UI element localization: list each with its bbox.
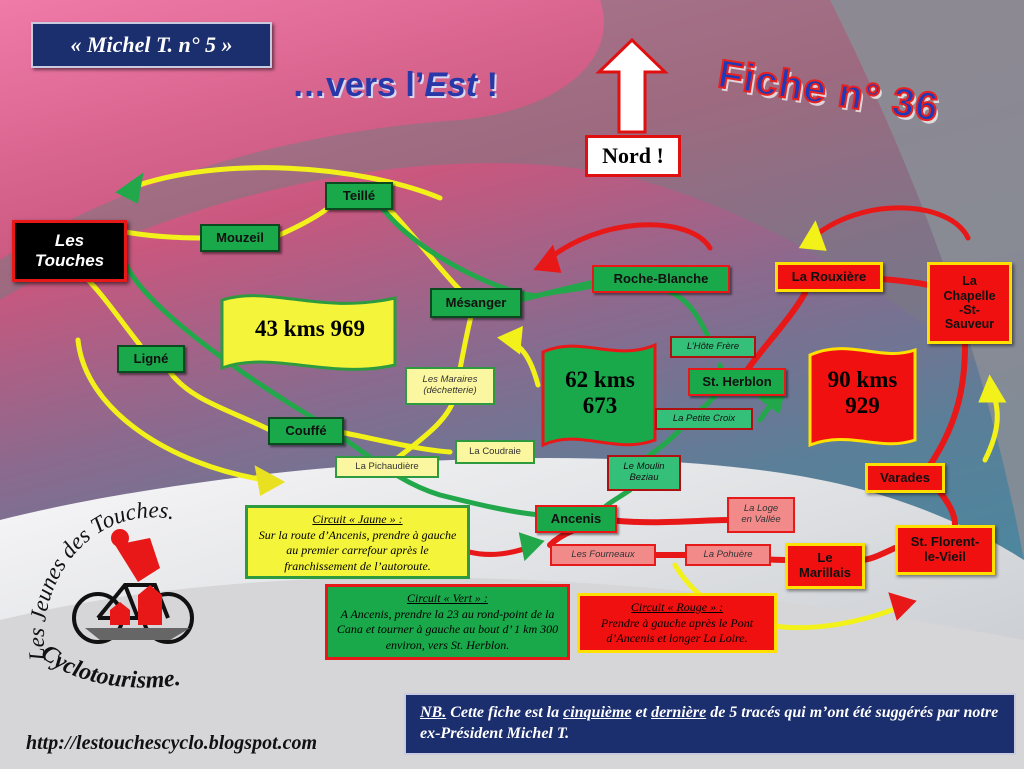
place-la-loge-line2: en Vallée xyxy=(741,514,781,525)
place-st-florent-line1: St. Florent- xyxy=(910,534,980,550)
place-la-coudraie: La Coudraie xyxy=(455,440,535,464)
footer-note: NB. Cette fiche est la cinquième et dern… xyxy=(404,693,1016,755)
place-varades: Varades xyxy=(865,463,945,493)
place-ligne: Ligné xyxy=(117,345,185,373)
north-label: Nord ! xyxy=(585,135,681,177)
green-circuit-text: A Ancenis, prendre la 23 au rond-point d… xyxy=(336,606,559,652)
green-circuit-title: Circuit « Vert » : xyxy=(407,591,488,605)
map-subtitle: …vers l’Est ! xyxy=(292,66,498,105)
red-circuit-note: Circuit « Rouge » :Prendre à gauche aprè… xyxy=(577,593,777,653)
place-mouzeil: Mouzeil xyxy=(200,224,280,252)
footer-note-part1: Cette fiche est la xyxy=(446,704,564,721)
blog-url[interactable]: http://lestouchescyclo.blogspot.com xyxy=(26,732,318,754)
svg-text:Cyclotourisme.: Cyclotourisme. xyxy=(36,640,182,694)
place-la-chapelle-line3: -St- xyxy=(959,303,980,317)
place-st-florent-line2: le-Vieil xyxy=(924,549,966,564)
yellow-distance-banner xyxy=(220,294,397,371)
yellow-circuit-title: Circuit « Jaune » : xyxy=(312,512,403,526)
place-la-loge-line1: La Loge xyxy=(743,503,779,515)
red-distance-line2: 929 xyxy=(845,393,880,419)
logo-bottom-text: Cyclotourisme. xyxy=(36,640,182,694)
place-la-rouxiere: La Rouxière xyxy=(775,262,883,292)
place-la-pohuere: La Pohuère xyxy=(685,544,771,566)
green-distance-line2: 673 xyxy=(582,393,618,419)
place-roche-blanche: Roche-Blanche xyxy=(592,265,730,293)
footer-note-part2: et xyxy=(631,704,652,721)
subtitle-prefix: …vers l’ xyxy=(292,66,425,104)
place-le-moulin-line2: Beziau xyxy=(629,472,659,483)
place-les-maraires-line1: Les Maraires xyxy=(422,374,478,386)
place-la-chapelle-line2: Chapelle xyxy=(943,288,996,303)
yellow-distance: 43 kms 969 xyxy=(255,316,365,341)
place-la-chapelle-line1: La xyxy=(962,274,977,289)
club-logo: Les Jeunes des Touches. Cyclotourisme. xyxy=(24,497,194,694)
place-mesanger: Mésanger xyxy=(430,288,522,318)
red-distance-line1: 90 kms xyxy=(827,367,898,392)
red-distance-banner xyxy=(808,347,917,448)
green-circuit-note: Circuit « Vert » :A Ancenis, prendre la … xyxy=(325,584,570,660)
red-circuit-text: Prendre à gauche après le Pont d’Ancenis… xyxy=(600,615,754,646)
place-les-fourneaux: Les Fourneaux xyxy=(550,544,656,566)
footer-note-label: NB. xyxy=(420,704,447,721)
yellow-circuit-text: Sur la route d’Ancenis, prendre à gauche… xyxy=(258,527,457,573)
place-le-moulin-line1: Le Moulin xyxy=(623,461,665,473)
place-teille: Teillé xyxy=(325,182,393,210)
place-ancenis: Ancenis xyxy=(535,505,617,533)
place-les-maraires-line2: (déchetterie) xyxy=(423,385,477,396)
yellow-circuit-note: Circuit « Jaune » :Sur la route d’Anceni… xyxy=(245,505,470,579)
place-les-touches-line1: Les xyxy=(54,231,85,251)
place-st-florent-le-vieil: St. Florent-le-Vieil xyxy=(895,525,995,575)
place-st-herblon: St. Herblon xyxy=(688,368,786,396)
place-l-hote-frere: L’Hôte Frère xyxy=(670,336,756,358)
subtitle-emphasis: Est xyxy=(424,66,478,104)
subtitle-suffix: ! xyxy=(477,66,499,104)
green-distance-banner xyxy=(541,342,657,448)
place-les-touches-line2: Touches xyxy=(34,251,105,270)
red-circuit-title: Circuit « Rouge » : xyxy=(630,600,724,614)
footer-note-emphasis1: cinquième xyxy=(563,704,632,721)
direction-arrows xyxy=(75,165,1007,631)
place-la-pichaudiere: La Pichaudière xyxy=(335,456,439,478)
footer-note-part3: de 5 tracés qui m’ont été suggérés par n… xyxy=(420,704,999,742)
footer-note-emphasis2: dernière xyxy=(651,704,707,721)
place-couffe: Couffé xyxy=(268,417,344,445)
place-les-maraires: Les Maraires(déchetterie) xyxy=(405,367,495,405)
map-series-badge: « Michel T. n° 5 » xyxy=(31,22,272,68)
place-le-marillais-line1: Le xyxy=(817,550,833,566)
place-le-marillais-line2: Marillais xyxy=(798,565,852,580)
place-la-chapelle-line4: Sauveur xyxy=(944,317,995,332)
north-arrow xyxy=(595,37,669,134)
place-la-petite-croix: La Petite Croix xyxy=(655,408,753,430)
green-distance-line1: 62 kms xyxy=(565,367,635,392)
